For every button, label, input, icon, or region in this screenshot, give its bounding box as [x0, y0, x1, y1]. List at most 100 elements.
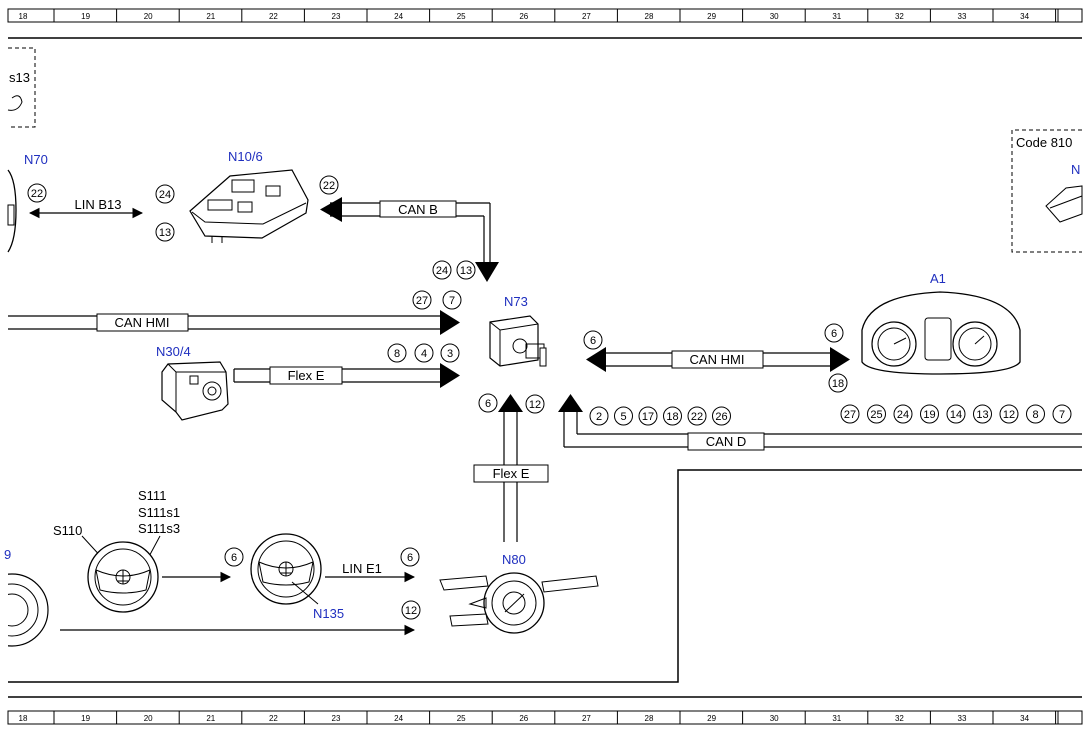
- ruler-number: 23: [332, 12, 341, 21]
- ruler-number: 28: [645, 714, 654, 723]
- can-d-a1-pin-19: 19: [920, 404, 939, 424]
- s13-label: s13: [9, 70, 30, 85]
- flex-e-left-pin-4: 4: [414, 343, 434, 363]
- lin-b13-pin-13: 13: [155, 222, 175, 242]
- svg-text:8: 8: [394, 348, 400, 360]
- pin-number: 5: [620, 411, 626, 423]
- n73-pin-24: 24: [432, 260, 452, 280]
- ruler-number: 22: [269, 12, 278, 21]
- pin-number: 17: [642, 411, 654, 423]
- pin-circle: [589, 406, 609, 426]
- s111-label: S111: [138, 488, 166, 503]
- pin-number: 14: [950, 409, 962, 421]
- flex-e-left-label: Flex E: [288, 368, 325, 383]
- svg-text:12: 12: [529, 399, 541, 411]
- bottom-pin-12: 12: [401, 600, 421, 620]
- svg-text:12: 12: [405, 605, 417, 617]
- ruler-number: 31: [832, 714, 841, 723]
- svg-text:7: 7: [449, 295, 455, 307]
- pin-number: 7: [1059, 409, 1065, 421]
- pin-number: 26: [715, 411, 727, 423]
- ruler-number: 20: [144, 12, 153, 21]
- n10-6-label: N10/6: [228, 149, 263, 164]
- n70-module: N70: [7, 152, 48, 253]
- svg-text:18: 18: [832, 378, 844, 390]
- can-d-a1-pin-25: 25: [867, 404, 886, 424]
- svg-text:24: 24: [159, 189, 171, 201]
- svg-text:22: 22: [323, 180, 335, 192]
- can-hmi-left-label: CAN HMI: [115, 315, 170, 330]
- ruler-number: 33: [958, 714, 967, 723]
- can-d-label: CAN D: [706, 434, 746, 449]
- flex-e-vertical-pin-12: 12: [525, 394, 545, 414]
- pin-number: 18: [666, 411, 678, 423]
- can-d-a1-pin-8: 8: [1026, 404, 1045, 424]
- n10-6-module: N10/6: [189, 149, 309, 243]
- steering-pin-6: 6: [224, 547, 244, 567]
- ruler-number: 27: [582, 12, 591, 21]
- can-d-a1-pin-24: 24: [893, 404, 913, 424]
- flex-e-left-bus: Flex E: [233, 363, 460, 388]
- n135-label: N135: [313, 606, 344, 621]
- ruler-number: 30: [770, 12, 779, 21]
- n-fragment-label: N: [1071, 162, 1080, 177]
- ruler-number: 26: [519, 714, 528, 723]
- pin-circle: [893, 404, 913, 424]
- pin-number: 22: [691, 411, 703, 423]
- ruler-number: 19: [81, 12, 90, 21]
- ruler-number: 32: [895, 714, 904, 723]
- ruler-number: 28: [645, 12, 654, 21]
- pin-number: 2: [596, 411, 602, 423]
- pin-number: 25: [870, 409, 882, 421]
- ruler-number: 34: [1020, 714, 1029, 723]
- ruler-number: 18: [19, 714, 28, 723]
- ruler-number: 25: [457, 714, 466, 723]
- can-d-a1-pin-13: 13: [973, 404, 992, 424]
- can-b-pin: 22: [319, 175, 339, 195]
- pin-number: 24: [897, 409, 909, 421]
- pin-circle: [663, 406, 682, 426]
- can-d-a1-pin-14: 14: [946, 404, 966, 424]
- can-hmi-right-pin-6-right: 6: [824, 323, 844, 343]
- ruler-number: 18: [19, 12, 28, 21]
- can-b-label: CAN B: [398, 202, 438, 217]
- svg-text:6: 6: [407, 552, 413, 564]
- pin-n70: 22: [27, 183, 47, 203]
- n73-label: N73: [504, 294, 528, 309]
- svg-text:3: 3: [447, 348, 453, 360]
- ruler-number: 26: [519, 12, 528, 21]
- left-mask: [0, 560, 8, 660]
- svg-text:6: 6: [485, 398, 491, 410]
- lin-e1-label: LIN E1: [342, 561, 382, 576]
- can-hmi-right-pin-18: 18: [828, 373, 848, 393]
- can-hmi-right-bus: CAN HMI: [586, 347, 850, 372]
- s110-label: S110: [53, 523, 82, 538]
- s13-box: s13: [7, 47, 36, 128]
- steering-wheel-n135: N135: [250, 533, 344, 621]
- pin-circle: [638, 406, 658, 426]
- pin-circle: [999, 404, 1019, 424]
- left-fragment-label: 9: [4, 547, 11, 562]
- s111s1-label: S111s1: [138, 505, 180, 520]
- a1-label: A1: [930, 271, 946, 286]
- can-d-n73-pin-22: 22: [687, 406, 707, 426]
- can-b-bus: CAN B: [320, 197, 499, 282]
- can-hmi-right-pin-6-left: 6: [583, 330, 603, 350]
- can-d-bus: CAN D: [558, 394, 1082, 451]
- pin-number: 27: [844, 409, 856, 421]
- ruler-number: 23: [332, 714, 341, 723]
- a1-instrument-cluster: A1: [861, 271, 1021, 375]
- n80-label: N80: [502, 552, 526, 567]
- flex-e-vertical-pin-6: 6: [478, 393, 498, 413]
- n73-module: N73: [489, 294, 547, 367]
- flex-e-left-pin-8: 8: [387, 343, 407, 363]
- pin-circle: [840, 404, 860, 424]
- ruler-number: 33: [958, 12, 967, 21]
- ruler-number: 34: [1020, 12, 1029, 21]
- svg-text:27: 27: [416, 295, 428, 307]
- pin-number: 13: [976, 409, 988, 421]
- n30-4-label: N30/4: [156, 344, 191, 359]
- can-d-n73-pin-26: 26: [712, 406, 731, 426]
